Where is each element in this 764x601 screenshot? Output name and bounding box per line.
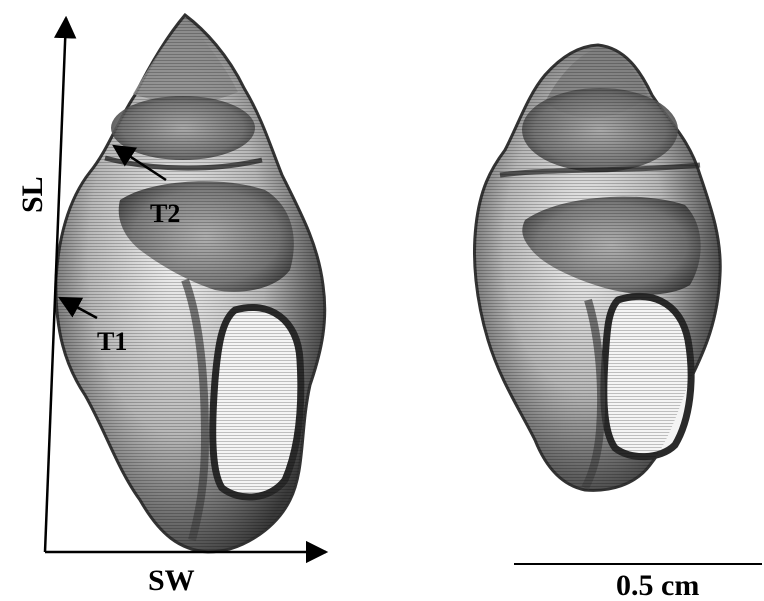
t2-label: T2 xyxy=(150,199,180,228)
left-shell xyxy=(56,15,325,552)
t1-label: T1 xyxy=(97,327,127,356)
sl-axis-label: SL xyxy=(16,176,49,213)
scale-bar-label: 0.5 cm xyxy=(616,569,699,601)
right-shell xyxy=(475,45,721,490)
left-shell-hatching xyxy=(56,15,325,552)
sw-axis-label: SW xyxy=(148,564,195,597)
